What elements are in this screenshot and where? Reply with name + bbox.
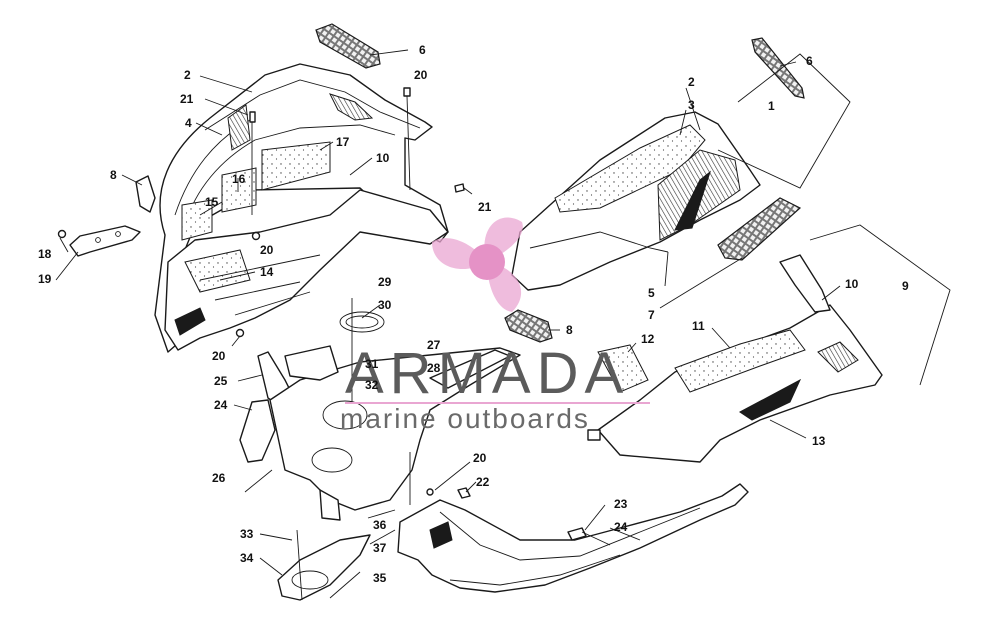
callout-20d: 20	[473, 451, 487, 465]
callout-2b: 2	[688, 75, 695, 89]
clip-block	[587, 429, 601, 441]
decal-11	[674, 329, 806, 393]
left-hood-assembly	[57, 23, 473, 353]
callout-8b: 8	[566, 323, 573, 337]
callout-1: 1	[768, 99, 775, 113]
panel-14	[184, 249, 251, 293]
callout-13: 13	[812, 434, 826, 448]
callout-21: 21	[180, 92, 194, 106]
callout-11: 11	[692, 319, 705, 333]
callout-24: 24	[214, 398, 228, 412]
decal-16	[221, 167, 257, 213]
top-mesh-6	[751, 37, 805, 99]
right-hood-assembly	[504, 37, 805, 343]
lower-belly-pan	[397, 483, 749, 593]
armada-watermark: ARMADA marine outboards	[340, 217, 650, 434]
callout-20: 20	[414, 68, 428, 82]
fastener-20-mid	[251, 231, 261, 241]
callout-7: 7	[648, 308, 655, 322]
frame-bracket-37	[319, 489, 341, 521]
callout-3: 3	[688, 98, 695, 112]
callout-18: 18	[38, 247, 52, 261]
group-bracket-1	[717, 53, 851, 189]
belly-pan	[164, 189, 449, 351]
callout-28: 28	[427, 361, 441, 375]
fastener-20-low	[235, 328, 245, 338]
callout-37: 37	[373, 541, 387, 555]
callout-19: 19	[38, 272, 52, 286]
center-assembly	[239, 298, 521, 601]
watermark-title: ARMADA	[345, 341, 629, 406]
callout-12: 12	[641, 332, 655, 346]
seal-strip-27	[429, 349, 511, 389]
callout-17: 17	[336, 135, 350, 149]
fastener-18	[57, 229, 67, 239]
panel-12	[597, 344, 649, 393]
callout-10: 10	[376, 151, 390, 165]
bolt-21-left	[249, 111, 256, 123]
bolt-21-right	[454, 183, 465, 193]
fin-10	[779, 254, 831, 313]
fastener-20-top	[403, 87, 411, 97]
bracket-19	[69, 225, 141, 257]
callout-23: 23	[614, 497, 628, 511]
callout-16: 16	[232, 172, 246, 186]
callout-27: 27	[427, 338, 441, 352]
front-mesh-grille	[315, 23, 381, 69]
callout-33: 33	[240, 527, 254, 541]
small-mesh-8	[504, 309, 553, 343]
callout-14: 14	[260, 265, 274, 279]
decal-3	[554, 124, 706, 213]
callout-24b: 24	[614, 520, 628, 534]
callout-21b: 21	[478, 200, 492, 214]
hood-vent-right	[329, 93, 374, 121]
side-mesh-7	[717, 197, 802, 261]
callout-6b: 6	[806, 54, 813, 68]
callout-6: 6	[419, 43, 426, 57]
callout-31: 31	[365, 357, 379, 371]
decal-15	[181, 199, 213, 241]
callout-32: 32	[365, 378, 379, 392]
vent-10	[817, 341, 859, 373]
lower-belly-assembly	[397, 483, 749, 593]
callout-2: 2	[184, 68, 191, 82]
callout-26: 26	[212, 471, 226, 485]
callout-20b: 20	[260, 243, 274, 257]
decal-17	[261, 141, 331, 191]
callout-25: 25	[214, 374, 228, 388]
side-light-8	[135, 175, 156, 213]
stripe-13	[739, 378, 802, 421]
watermark-subtitle: marine outboards	[340, 403, 590, 434]
right-lower-hood-assembly	[587, 254, 883, 463]
callout-labels: 2 21 4 8 18 19 6 20 17 10 16 15 21 20 14…	[38, 43, 909, 585]
hood-vent-left	[227, 104, 251, 151]
callout-35: 35	[373, 571, 387, 585]
callout-30: 30	[378, 298, 392, 312]
callout-9: 9	[902, 279, 909, 293]
callout-34: 34	[240, 551, 254, 565]
propeller-icon	[432, 217, 523, 312]
group-bracket-9	[809, 224, 951, 386]
panel-24	[239, 399, 276, 463]
callout-15: 15	[205, 195, 219, 209]
leader-lines	[55, 49, 841, 576]
callout-36: 36	[373, 518, 387, 532]
lower-bracket-34	[277, 534, 371, 601]
hood-accent	[674, 170, 711, 231]
callout-10b: 10	[845, 277, 859, 291]
callout-4: 4	[185, 116, 192, 130]
callout-22: 22	[476, 475, 490, 489]
callout-5: 5	[648, 286, 655, 300]
washer-20	[426, 488, 434, 496]
callout-20c: 20	[212, 349, 226, 363]
panel-31	[284, 345, 339, 381]
callout-8: 8	[110, 168, 117, 182]
clip-23	[567, 527, 587, 541]
callout-29: 29	[378, 275, 392, 289]
